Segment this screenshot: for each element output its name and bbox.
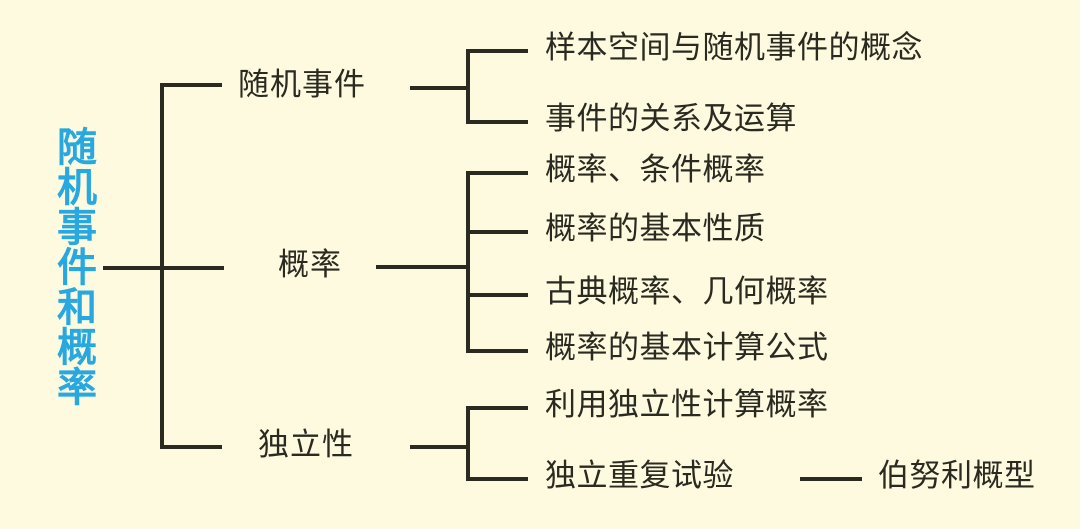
branch-node-random-event: 随机事件 [238, 67, 366, 103]
leaf-node-sample-space-concept: 样本空间与随机事件的概念 [545, 30, 923, 66]
branch-node-probability: 概率 [278, 247, 342, 283]
leaf-node-bernoulli-model: 伯努利概型 [878, 458, 1036, 494]
branch-node-independence: 独立性 [258, 427, 354, 463]
leaf-node-independent-repeated-trials: 独立重复试验 [545, 458, 734, 494]
leaf-node-event-relations-operations: 事件的关系及运算 [545, 101, 797, 137]
root-node-label: 随机事件和概率 [50, 126, 96, 406]
leaf-node-basic-properties: 概率的基本性质 [545, 211, 766, 247]
leaf-node-classical-geometric: 古典概率、几何概率 [545, 274, 829, 310]
leaf-node-probability-conditional: 概率、条件概率 [545, 152, 766, 188]
leaf-node-basic-formulas: 概率的基本计算公式 [545, 330, 829, 366]
leaf-node-independence-calculation: 利用独立性计算概率 [545, 387, 829, 423]
